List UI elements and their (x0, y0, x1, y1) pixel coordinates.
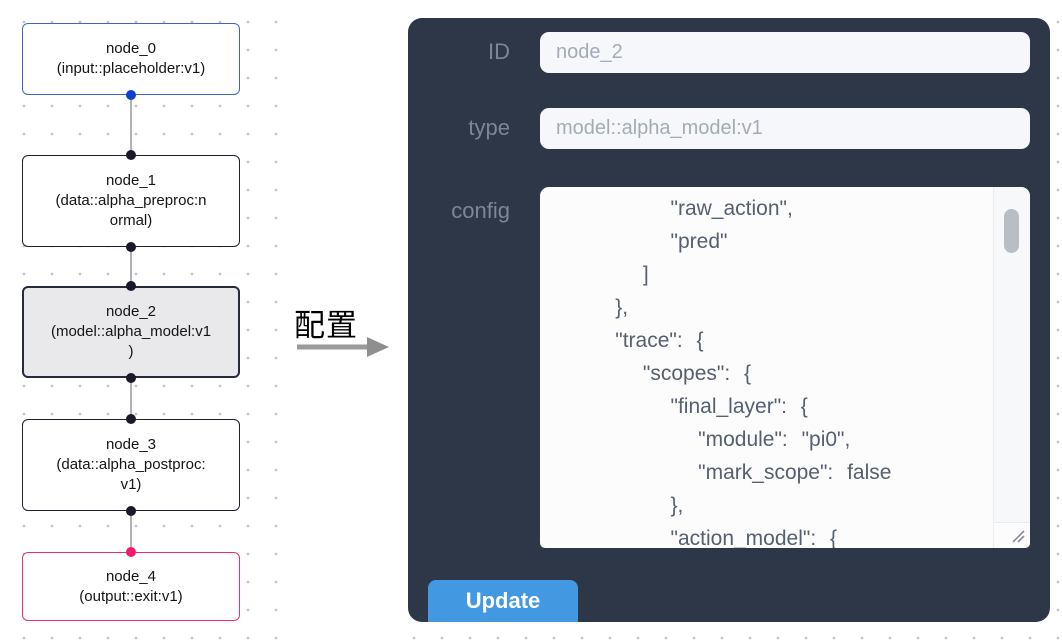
config-textarea[interactable]: "raw_action", "pred" ] }, "trace": { "sc… (540, 187, 1030, 548)
target-handle-node_3[interactable] (126, 414, 136, 424)
flow-node-node_2[interactable]: node_2 (model::alpha_model:v1 ) (22, 286, 240, 378)
node-label: node_4 (output::exit:v1) (79, 567, 183, 605)
type-field-label: type (468, 115, 510, 140)
right-arrow-icon (297, 337, 389, 357)
node-label: node_3 (data::alpha_postproc: v1) (56, 436, 206, 493)
flow-canvas[interactable]: node_0 (input::placeholder:v1) node_1 (d… (0, 0, 282, 643)
node-config-panel: ID type config "raw_action", "pred" ] },… (408, 18, 1050, 622)
update-button[interactable]: Update (428, 580, 578, 622)
node-label: node_2 (model::alpha_model:v1 ) (50, 303, 212, 360)
edge-node2-node3 (130, 378, 132, 421)
edge-node0-node1 (130, 95, 132, 157)
config-json-text[interactable]: "raw_action", "pred" ] }, "trace": { "sc… (615, 197, 892, 548)
source-handle-node_2[interactable] (126, 373, 136, 383)
target-handle-node_4[interactable] (126, 547, 136, 557)
source-handle-node_3[interactable] (126, 506, 136, 516)
target-handle-node_2[interactable] (126, 281, 136, 291)
id-field-label: ID (488, 39, 510, 64)
edge-node1-node2 (130, 247, 132, 288)
flow-node-node_1[interactable]: node_1 (data::alpha_preproc:n ormal) (22, 155, 240, 247)
type-input[interactable] (540, 108, 1030, 149)
config-field-label: config (451, 198, 510, 223)
resize-grip-icon[interactable] (1009, 527, 1027, 545)
edge-node3-node4 (130, 511, 132, 554)
flow-node-node_4[interactable]: node_4 (output::exit:v1) (22, 552, 240, 621)
source-handle-node_1[interactable] (126, 242, 136, 252)
flow-node-node_3[interactable]: node_3 (data::alpha_postproc: v1) (22, 419, 240, 511)
scrollbar-corner (993, 522, 1030, 548)
node-label: node_1 (data::alpha_preproc:n ormal) (55, 172, 207, 229)
id-input[interactable] (540, 32, 1030, 73)
source-handle-node_0[interactable] (126, 90, 136, 100)
flow-node-node_0[interactable]: node_0 (input::placeholder:v1) (22, 23, 240, 95)
config-scrollbar-thumb[interactable] (1004, 209, 1019, 253)
node-label: node_0 (input::placeholder:v1) (56, 40, 206, 77)
target-handle-node_1[interactable] (126, 150, 136, 160)
config-annotation-label: 配置 (294, 308, 358, 343)
config-scrollbar-track[interactable] (993, 187, 1030, 523)
